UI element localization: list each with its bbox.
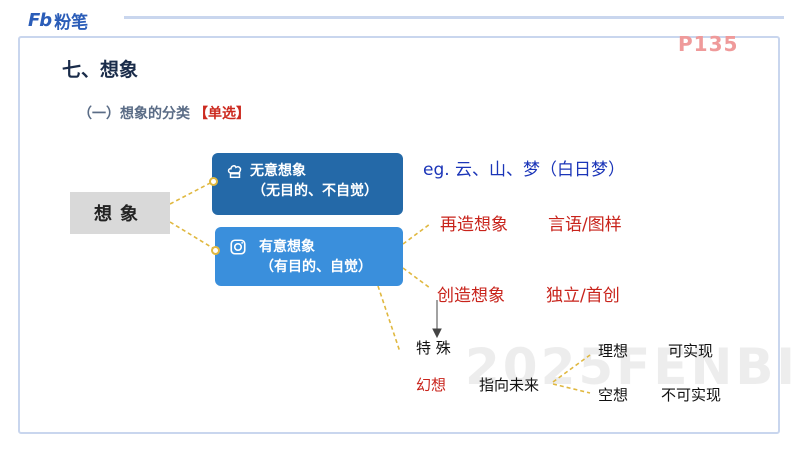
chef-hat-icon	[227, 165, 242, 179]
fantasy-label: 幻想	[416, 376, 447, 394]
frame-top-accent	[124, 16, 784, 19]
logo-mark: Fb	[28, 9, 52, 31]
branch1-title: 无意想象	[250, 163, 306, 179]
watermark: 2025FENBI	[465, 338, 799, 396]
connector-branch2-creative	[402, 267, 431, 289]
creative-note: 独立/首创	[546, 286, 620, 306]
unintentional-example: eg. 云、山、梦（白日梦）	[423, 160, 626, 180]
connector-fantasy-ideal	[552, 354, 591, 383]
connector-dot-branch1	[209, 177, 218, 186]
branch-unintentional-imagination: 无意想象 （无目的、不自觉）	[212, 153, 403, 215]
page-number: P135	[678, 32, 739, 56]
section-title: 七、想象	[62, 59, 139, 81]
subtitle: （一）想象的分类【单选】	[78, 103, 250, 123]
ideal-note: 可实现	[668, 342, 714, 360]
empty-fantasy-label: 空想	[598, 386, 629, 404]
branch1-desc: （无目的、不自觉）	[252, 183, 378, 199]
branch2-title: 有意想象	[259, 239, 315, 255]
slide-frame	[18, 36, 780, 434]
creative-imagination: 创造想象	[437, 286, 505, 306]
connector-root-branch1	[169, 180, 215, 205]
connector-branch2-reproductive	[402, 223, 431, 245]
connector-dot-branch2	[211, 246, 220, 255]
connector-fantasy-empty	[552, 383, 591, 394]
reproductive-imagination: 再造想象	[440, 215, 508, 235]
special-label: 特 殊	[416, 339, 451, 357]
subtitle-text: （一）想象的分类	[78, 106, 190, 122]
creative-arrow-head	[432, 328, 442, 339]
camera-icon	[230, 239, 246, 255]
fenbi-logo: Fb 粉笔	[28, 9, 89, 33]
reproductive-note: 言语/图样	[548, 215, 622, 235]
branch2-desc: （有目的、自觉）	[260, 259, 372, 275]
root-node: 想象	[70, 192, 170, 234]
branch-intentional-imagination: 有意想象 （有目的、自觉）	[215, 227, 403, 286]
connector-branch2-special	[377, 285, 401, 353]
ideal-label: 理想	[598, 342, 629, 360]
empty-fantasy-note: 不可实现	[661, 386, 722, 404]
single-choice-tag: 【单选】	[194, 106, 250, 122]
connector-root-branch2	[169, 221, 217, 251]
fantasy-note: 指向未来	[479, 376, 540, 394]
logo-text: 粉笔	[54, 12, 89, 33]
